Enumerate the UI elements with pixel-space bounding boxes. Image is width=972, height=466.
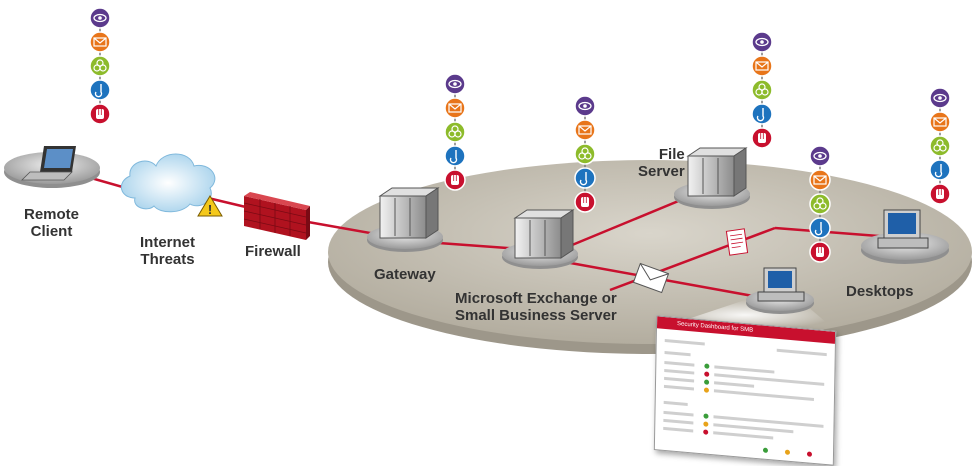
biohazard-icon [929,135,951,157]
desktop-computer-icon-right [877,209,929,249]
hand-stop-icon [89,103,111,125]
envelope-message-icon [632,262,670,294]
eye-icon [574,95,596,117]
biohazard-icon [574,143,596,165]
internet-cloud: ! [120,153,223,217]
biohazard-icon [809,193,831,215]
hook-icon [444,145,466,167]
hook-icon [751,103,773,125]
file-server-icon [686,147,748,197]
hand-stop-icon [929,183,951,205]
security-icon-stacks [89,7,951,263]
hand-stop-icon [751,127,773,149]
biohazard-icon [89,55,111,77]
document-icon [725,228,749,256]
hand-stop-icon [444,169,466,191]
eye-icon [444,73,466,95]
warning-icon: ! [197,195,223,217]
security-icon-stack [809,145,831,263]
envelope-icon [751,55,773,77]
biohazard-icon [751,79,773,101]
link-exchange-desktop [564,260,776,302]
security-icon-stack [89,7,111,125]
label-remote-client-line1: Remote [24,206,80,223]
label-internet-threats-line2: Threats [140,251,195,268]
label-internet-threats: Internet Threats [140,234,195,268]
security-icon-stack [444,73,466,191]
envelope-icon [444,97,466,119]
gateway-server-icon [378,187,440,239]
biohazard-icon [444,121,466,143]
exchange-server-icon [513,209,575,259]
eye-icon [89,7,111,29]
desktop-computer-icon [757,267,805,302]
link-cloud-firewall [207,196,251,210]
label-exchange: Microsoft Exchange or Small Business Ser… [455,290,617,324]
envelope-icon [809,169,831,191]
hook-icon [574,167,596,189]
label-gateway: Gateway [374,266,436,283]
security-icon-stack [929,87,951,205]
security-icon-stack [751,31,773,149]
envelope-icon [574,119,596,141]
eye-icon [751,31,773,53]
security-icon-stack [574,95,596,213]
firewall-icon [243,192,310,240]
label-file-server-line1: File [658,146,685,163]
label-remote-client: Remote Client [24,206,79,240]
management-console-window: Security Dashboard for SMB [653,315,837,466]
label-file-server: File Server [638,146,685,180]
svg-text:!: ! [208,202,212,217]
remote-client-node [4,146,100,188]
label-exchange-line2: Small Business Server [455,307,617,324]
envelope-icon [929,111,951,133]
label-internet-threats-line1: Internet [140,234,196,251]
label-file-server-line2: Server [638,163,685,180]
envelope-icon [89,31,111,53]
label-exchange-line1: Microsoft Exchange or [455,290,617,307]
label-desktops: Desktops [846,283,914,300]
hand-stop-icon [809,241,831,263]
label-remote-client-line2: Client [30,223,73,240]
eye-icon [929,87,951,109]
hook-icon [89,79,111,101]
hook-icon [929,159,951,181]
hook-icon [809,217,831,239]
label-firewall: Firewall [245,243,301,260]
eye-icon [809,145,831,167]
laptop-icon [21,146,76,181]
hand-stop-icon [574,191,596,213]
